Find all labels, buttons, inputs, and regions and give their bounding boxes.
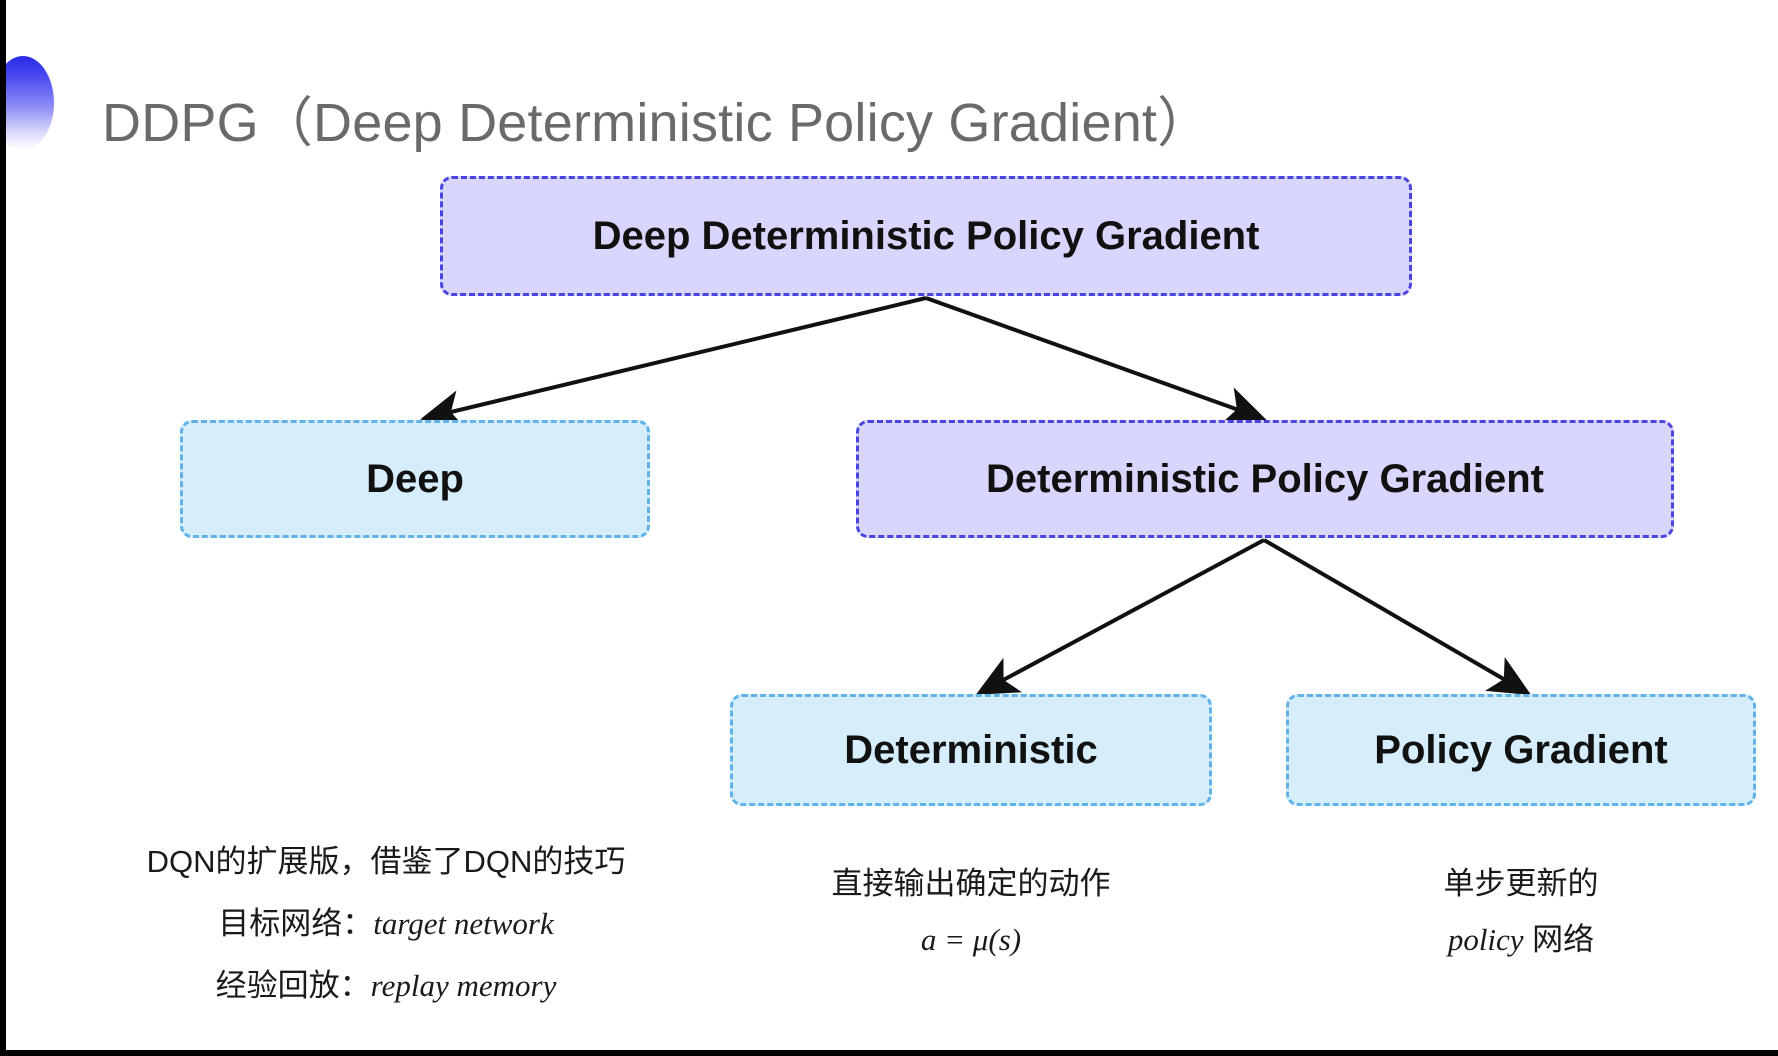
node-deterministic-policy-gradient[interactable]: Deterministic Policy Gradient xyxy=(856,420,1674,538)
edge-root-to-dpg xyxy=(925,296,1267,425)
edge-root-to-deep xyxy=(420,296,927,429)
node-deterministic[interactable]: Deterministic xyxy=(730,694,1212,806)
caption-deep-line-3: 经验回放：replay memory xyxy=(66,962,706,1010)
caption-policy-gradient-line-2: policy 网络 xyxy=(1276,916,1766,964)
caption-deep: DQN的扩展版，借鉴了DQN的技巧 目标网络：target network 经验… xyxy=(66,838,706,1024)
caption-policy-gradient-tail: 网络 xyxy=(1523,922,1595,958)
edge-dpg-to-policy-gradient xyxy=(1262,538,1532,696)
page-title: DDPG（Deep Deterministic Policy Gradient） xyxy=(102,93,1212,153)
caption-deep-line-3-label: 经验回放： xyxy=(215,968,371,1004)
edge-dpg-to-deterministic xyxy=(975,538,1265,695)
caption-deterministic-formula: a = μ(s) xyxy=(920,922,1022,958)
caption-deep-line-2: 目标网络：target network xyxy=(66,900,706,948)
caption-policy-gradient-term: policy xyxy=(1447,922,1524,958)
title-bullet-icon xyxy=(6,56,54,150)
caption-deep-line-1: DQN的扩展版，借鉴了DQN的技巧 xyxy=(146,844,626,879)
caption-deterministic: 直接输出确定的动作 a = μ(s) xyxy=(706,860,1236,972)
caption-deep-line-2-term: target network xyxy=(373,906,554,942)
caption-policy-gradient-line-1: 单步更新的 xyxy=(1443,866,1599,901)
caption-deterministic-line-1: 直接输出确定的动作 xyxy=(831,866,1111,901)
node-deep[interactable]: Deep xyxy=(180,420,650,538)
node-policy-gradient[interactable]: Policy Gradient xyxy=(1286,694,1756,806)
node-deep-deterministic-policy-gradient[interactable]: Deep Deterministic Policy Gradient xyxy=(440,176,1412,296)
caption-policy-gradient: 单步更新的 policy 网络 xyxy=(1276,860,1766,972)
caption-deep-line-3-term: replay memory xyxy=(370,968,557,1004)
caption-deep-line-2-label: 目标网络： xyxy=(218,906,374,942)
